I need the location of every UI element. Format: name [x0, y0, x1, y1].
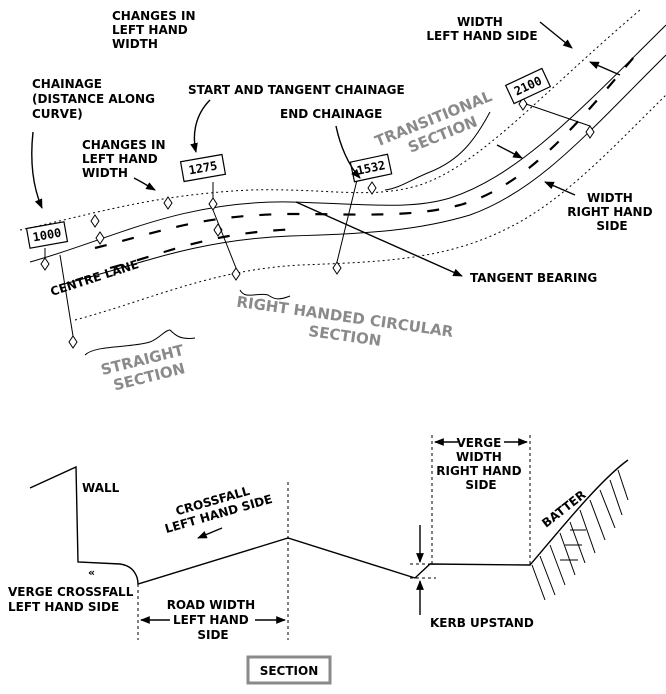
label-circular-section: RIGHT HANDED CIRCULAR SECTION — [233, 293, 460, 361]
label-centre-lane: CENTRE LANE — [49, 257, 141, 299]
peg — [332, 261, 342, 275]
label-road-width-lh: ROAD WIDTH LEFT HAND SIDE — [167, 598, 260, 642]
arrow-crossfall-lh — [197, 527, 223, 539]
road-centre-bottom — [59, 54, 666, 286]
peg — [90, 214, 100, 228]
cross-section-view: « WALL CROSSFALL LEFT HAND SIDE VERGE WI… — [8, 435, 629, 685]
label-verge-crossfall-lh: VERGE CROSSFALL LEFT HAND SIDE — [8, 585, 138, 614]
chainage-sign-1000: 1000 — [25, 221, 69, 249]
verge-crossfall-arrow-glyph: « — [88, 566, 95, 579]
chainage-sign-2100: 2100 — [504, 67, 552, 105]
section-arrows — [140, 438, 528, 624]
peg — [163, 196, 173, 210]
label-chainage: CHAINAGE (DISTANCE ALONG CURVE) — [32, 77, 159, 121]
label-changes-lh-width-mid: CHANGES IN LEFT HAND WIDTH — [82, 138, 170, 180]
peg-stakes — [44, 87, 591, 337]
chainage-sign-1275: 1275 — [179, 153, 227, 183]
chainage-sign-1532: 1532 — [349, 153, 393, 183]
peg — [367, 181, 377, 195]
arrow-width-rh-bottom — [544, 181, 576, 196]
peg — [518, 97, 528, 111]
sign-text: 1275 — [188, 159, 219, 178]
label-batter: BATTER — [539, 488, 588, 531]
peg — [231, 267, 241, 281]
section-title-box — [246, 655, 332, 685]
section-profile — [29, 459, 629, 585]
brace-transitional-section — [384, 111, 491, 191]
arrow-tangent-bearing — [295, 201, 463, 277]
lane-marking-2 — [109, 227, 301, 270]
label-tangent-bearing: TANGENT BEARING — [470, 271, 597, 285]
arrow-end-chainage — [335, 125, 361, 179]
arrow-width-lh-top — [539, 21, 573, 49]
arrow-width-lh-bottom — [589, 61, 621, 76]
section-title: SECTION — [260, 664, 319, 678]
batter-hatching — [531, 469, 629, 601]
sign-text: 1000 — [32, 226, 63, 245]
peg — [40, 257, 50, 271]
label-end-chainage: END CHAINAGE — [280, 107, 382, 121]
plan-arrows — [31, 21, 621, 277]
arrow-changes-lh-mid — [133, 177, 156, 191]
label-straight-section: STRAIGHT SECTION — [99, 340, 195, 397]
arrow-chainage — [31, 131, 43, 209]
section-guides — [137, 435, 531, 640]
peg — [95, 231, 105, 245]
label-changes-lh-width-top: CHANGES IN LEFT HAND WIDTH — [112, 9, 200, 51]
label-width-lh-side: WIDTH LEFT HAND SIDE — [426, 15, 537, 43]
label-transitional-section: TRANSITIONAL SECTION — [372, 85, 506, 167]
label-start-tangent-chainage: START AND TANGENT CHAINAGE — [188, 83, 405, 97]
label-kerb-upstand: KERB UPSTAND — [430, 616, 534, 630]
label-verge-width-rh: VERGE WIDTH RIGHT HAND SIDE — [436, 436, 525, 492]
peg — [68, 335, 78, 349]
lane-marking-1 — [94, 49, 641, 250]
brace-circular-section — [239, 289, 291, 300]
arrow-width-rh-top — [496, 144, 523, 159]
brace-straight-section — [84, 329, 196, 356]
peg — [585, 125, 595, 139]
sign-text: 1532 — [355, 158, 386, 178]
label-crossfall-lh: CROSSFALL LEFT HAND SIDE — [159, 478, 274, 536]
plan-view: 1000 1275 1532 2100 — [19, 9, 666, 397]
road-centre-top — [29, 24, 666, 263]
label-wall: WALL — [82, 481, 120, 495]
survey-pegs — [40, 97, 595, 349]
label-width-rh-side: WIDTH RIGHT HAND SIDE — [567, 191, 656, 233]
arrow-start-tangent — [190, 99, 211, 153]
road-left-edge — [19, 9, 641, 231]
